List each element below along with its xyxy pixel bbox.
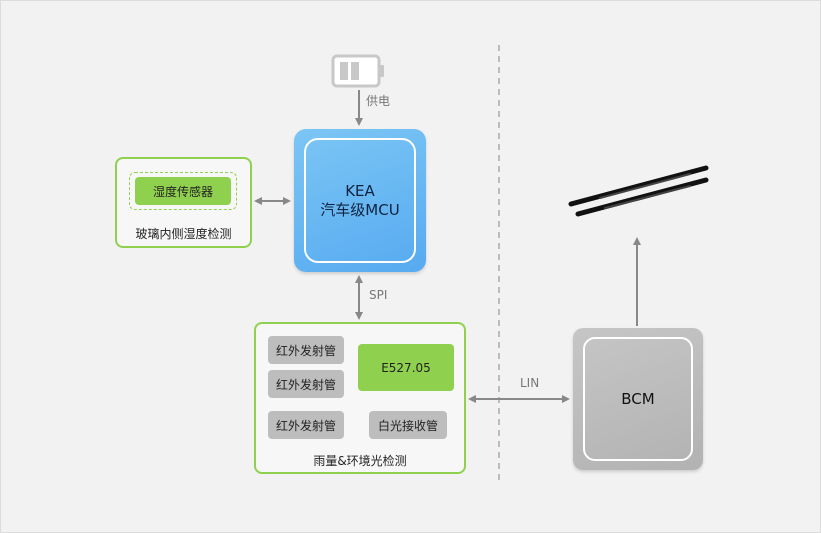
rain-module-caption: 雨量&环境光检测 [313,454,407,468]
e527-chip: E527.05 [358,344,454,391]
ir-emitter-2: 红外发射管 [268,370,344,398]
rain-light-module: 红外发射管 红外发射管 红外发射管 E527.05 白光接收管 雨量&环境光检测 [254,322,466,474]
power-label: 供电 [366,94,391,108]
ir-emitter-1: 红外发射管 [268,336,344,364]
lin-label: LIN [520,376,540,390]
ir-emitter-3: 红外发射管 [268,411,344,439]
light-receiver: 白光接收管 [369,411,447,439]
spi-label: SPI [369,288,388,302]
humidity-module-caption: 玻璃内侧湿度检测 [135,227,232,241]
humidity-sensor-chip: 湿度传感器 [135,177,231,205]
bcm-inner: BCM [583,337,693,461]
humidity-module: 湿度传感器 玻璃内侧湿度检测 [115,157,252,248]
bcm-block: BCM [573,328,703,470]
humidity-sensor-frame [129,172,237,210]
wiper-icon [568,165,709,217]
mcu-name: KEA [345,181,375,200]
mcu-block: KEA 汽车级MCU [294,129,426,272]
bcm-label: BCM [621,390,655,408]
battery-icon [331,54,384,88]
mcu-type: 汽车级MCU [320,200,400,219]
mcu-inner: KEA 汽车级MCU [304,138,416,263]
